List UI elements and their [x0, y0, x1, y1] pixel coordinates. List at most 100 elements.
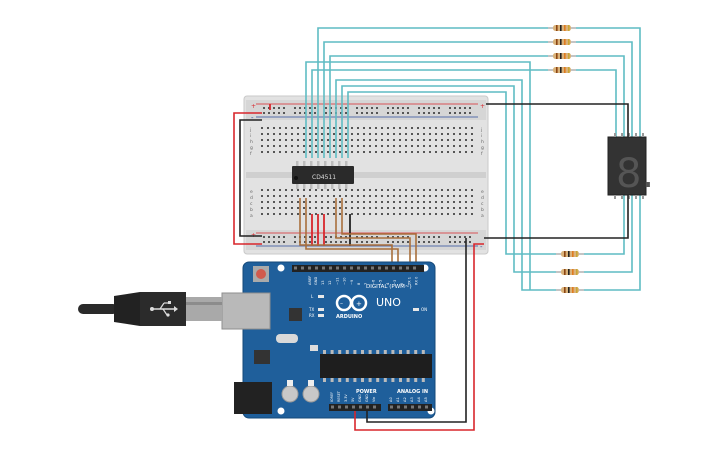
row-letter: c: [250, 202, 253, 207]
seven-segment-display[interactable]: 8.: [607, 133, 654, 199]
led-on: [413, 308, 419, 311]
row-letter: f: [481, 151, 483, 157]
arduino-logo: – +: [335, 294, 368, 312]
row-letter: d: [481, 195, 484, 201]
display-common-wire[interactable]: [486, 103, 629, 137]
row-letter: i: [481, 133, 482, 139]
power-pin-label: GND: [358, 394, 362, 402]
capacitor-top: [308, 380, 314, 386]
resistor[interactable]: [548, 39, 576, 45]
row-letter: a: [481, 214, 484, 219]
resistor[interactable]: [548, 53, 576, 59]
resistor[interactable]: [556, 251, 584, 257]
digital-pin-label: ~5: [379, 280, 383, 285]
power-pin-label: IOREF: [330, 392, 334, 402]
row-letter: g: [481, 146, 484, 151]
arduino-5v-wire[interactable]: [354, 243, 484, 431]
led-on-label: ON: [421, 307, 427, 312]
arduino-gnd-wire[interactable]: [366, 238, 467, 423]
crystal: [276, 334, 298, 343]
row-letter: b: [481, 207, 484, 213]
usb-port: [221, 292, 271, 330]
row-letter: b: [250, 207, 253, 213]
svg-text:–: –: [340, 300, 343, 307]
chip-label: CD4511: [312, 174, 336, 181]
led-rx-label: RX: [309, 313, 315, 318]
resistor[interactable]: [556, 269, 584, 275]
wire-seg-a: [317, 27, 548, 158]
analog-pin-label: A1: [396, 397, 400, 402]
row-letter: g: [250, 146, 253, 151]
digital-header-label: DIGITAL (PWM~): [366, 284, 412, 290]
row-letter: f: [250, 151, 252, 157]
analog-pin-label: A5: [424, 397, 428, 402]
digital-pin-label: 2: [400, 283, 404, 285]
row-letter: i: [250, 133, 251, 139]
digital-pin-label: RX 0: [415, 276, 419, 285]
digital-pin-label: 13: [321, 280, 325, 285]
row-letter: e: [250, 190, 253, 195]
arduino-brand-label: ARDUINO: [336, 314, 362, 320]
resistor[interactable]: [556, 287, 584, 293]
svg-text:+: +: [356, 300, 362, 308]
led-rx: [318, 314, 324, 317]
digital-pin-label: ~11: [335, 277, 339, 285]
row-letter: a: [250, 214, 253, 219]
rail-plus-label-right: +: [480, 103, 485, 110]
cd4511-chip[interactable]: CD4511: [292, 161, 354, 189]
row-letter: c: [481, 202, 484, 207]
rail-plus-label: +: [251, 103, 256, 110]
led-tx-label: TX: [308, 307, 314, 312]
row-letter: h: [481, 139, 484, 145]
breadboard-holes: [261, 107, 473, 243]
digital-pin-label: ~3: [393, 280, 397, 285]
analog-header: [388, 404, 432, 411]
digital-pin-label: 4: [386, 282, 390, 285]
display-digit: 8.: [616, 151, 654, 197]
smd-part: [310, 345, 318, 351]
reset-button-cap[interactable]: [256, 269, 266, 279]
uno-label: UNO: [376, 296, 401, 309]
display-ground-wire[interactable]: [484, 195, 629, 239]
row-letter: d: [250, 195, 253, 201]
resistor[interactable]: [548, 67, 576, 73]
row-letter: h: [250, 139, 253, 145]
mount-hole: [277, 407, 285, 415]
resistor[interactable]: [548, 25, 576, 31]
capacitor: [281, 385, 299, 403]
resistors[interactable]: [548, 25, 584, 293]
segment-wires[interactable]: [305, 27, 641, 291]
usb-cable[interactable]: [78, 292, 222, 326]
digital-pin-label: TX 1: [407, 277, 411, 286]
analog-pin-label: A3: [410, 397, 414, 402]
atmega-chip: [320, 354, 432, 378]
rail-red-jumper[interactable]: [233, 112, 262, 245]
row-letter: e: [481, 190, 484, 195]
led-l-label: L: [311, 294, 314, 299]
mount-hole: [277, 264, 285, 272]
power-pin-label: Vin: [372, 397, 376, 402]
led-tx: [318, 308, 324, 311]
gnd-label: GND: [314, 277, 318, 285]
analog-pin-label: A0: [389, 397, 393, 402]
data-wires[interactable]: [299, 198, 417, 267]
digital-pin-label: 7: [364, 283, 368, 285]
usb-cable-wire: [78, 304, 118, 314]
rail-minus-label-bottom: -: [480, 243, 483, 251]
row-letter: j: [249, 127, 251, 133]
power-pin-label: 3.3V: [344, 394, 348, 402]
rail-black-jumper[interactable]: [239, 119, 262, 237]
rail-minus-label: -: [251, 114, 254, 122]
power-label: POWER: [356, 389, 377, 395]
analog-pin-label: A2: [403, 397, 407, 402]
usb-icon: [150, 301, 178, 317]
digital-pin-label: 8: [357, 282, 361, 285]
led-l: [318, 295, 324, 298]
digital-pin-label: ~6: [371, 279, 375, 285]
digital-pin-label: ~10: [343, 277, 347, 285]
